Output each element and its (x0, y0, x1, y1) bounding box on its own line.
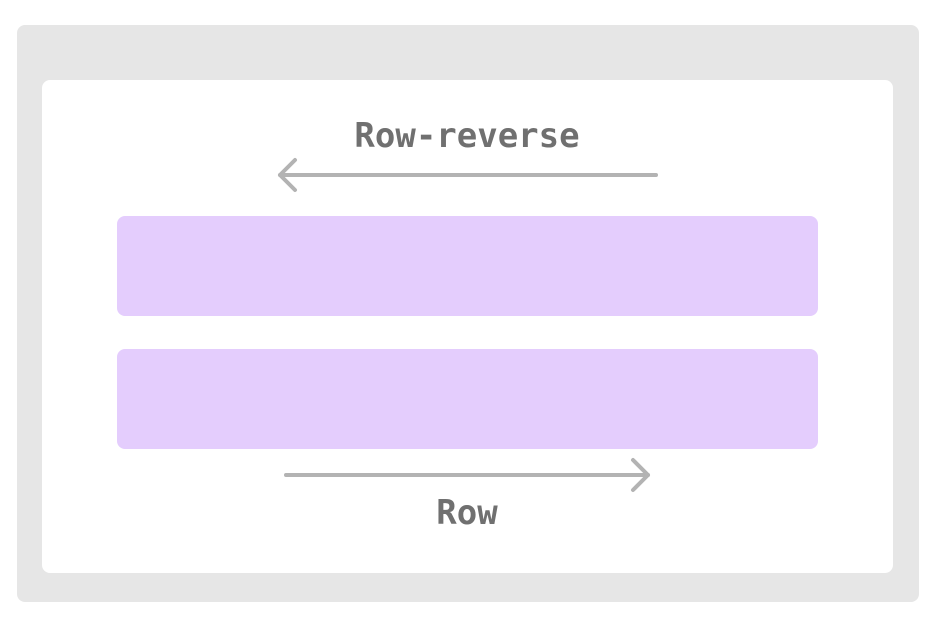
row-arrow (284, 458, 650, 492)
row-arrow-head (631, 458, 650, 492)
row-reverse-label: Row-reverse (354, 116, 580, 156)
inner-canvas (42, 80, 893, 573)
row-reverse-arrow (278, 158, 658, 192)
row-reverse-arrow-head (278, 158, 297, 192)
row-label: Row (436, 493, 498, 533)
flex-row-bar-bottom (117, 349, 818, 449)
flex-row-bar-top (117, 216, 818, 316)
